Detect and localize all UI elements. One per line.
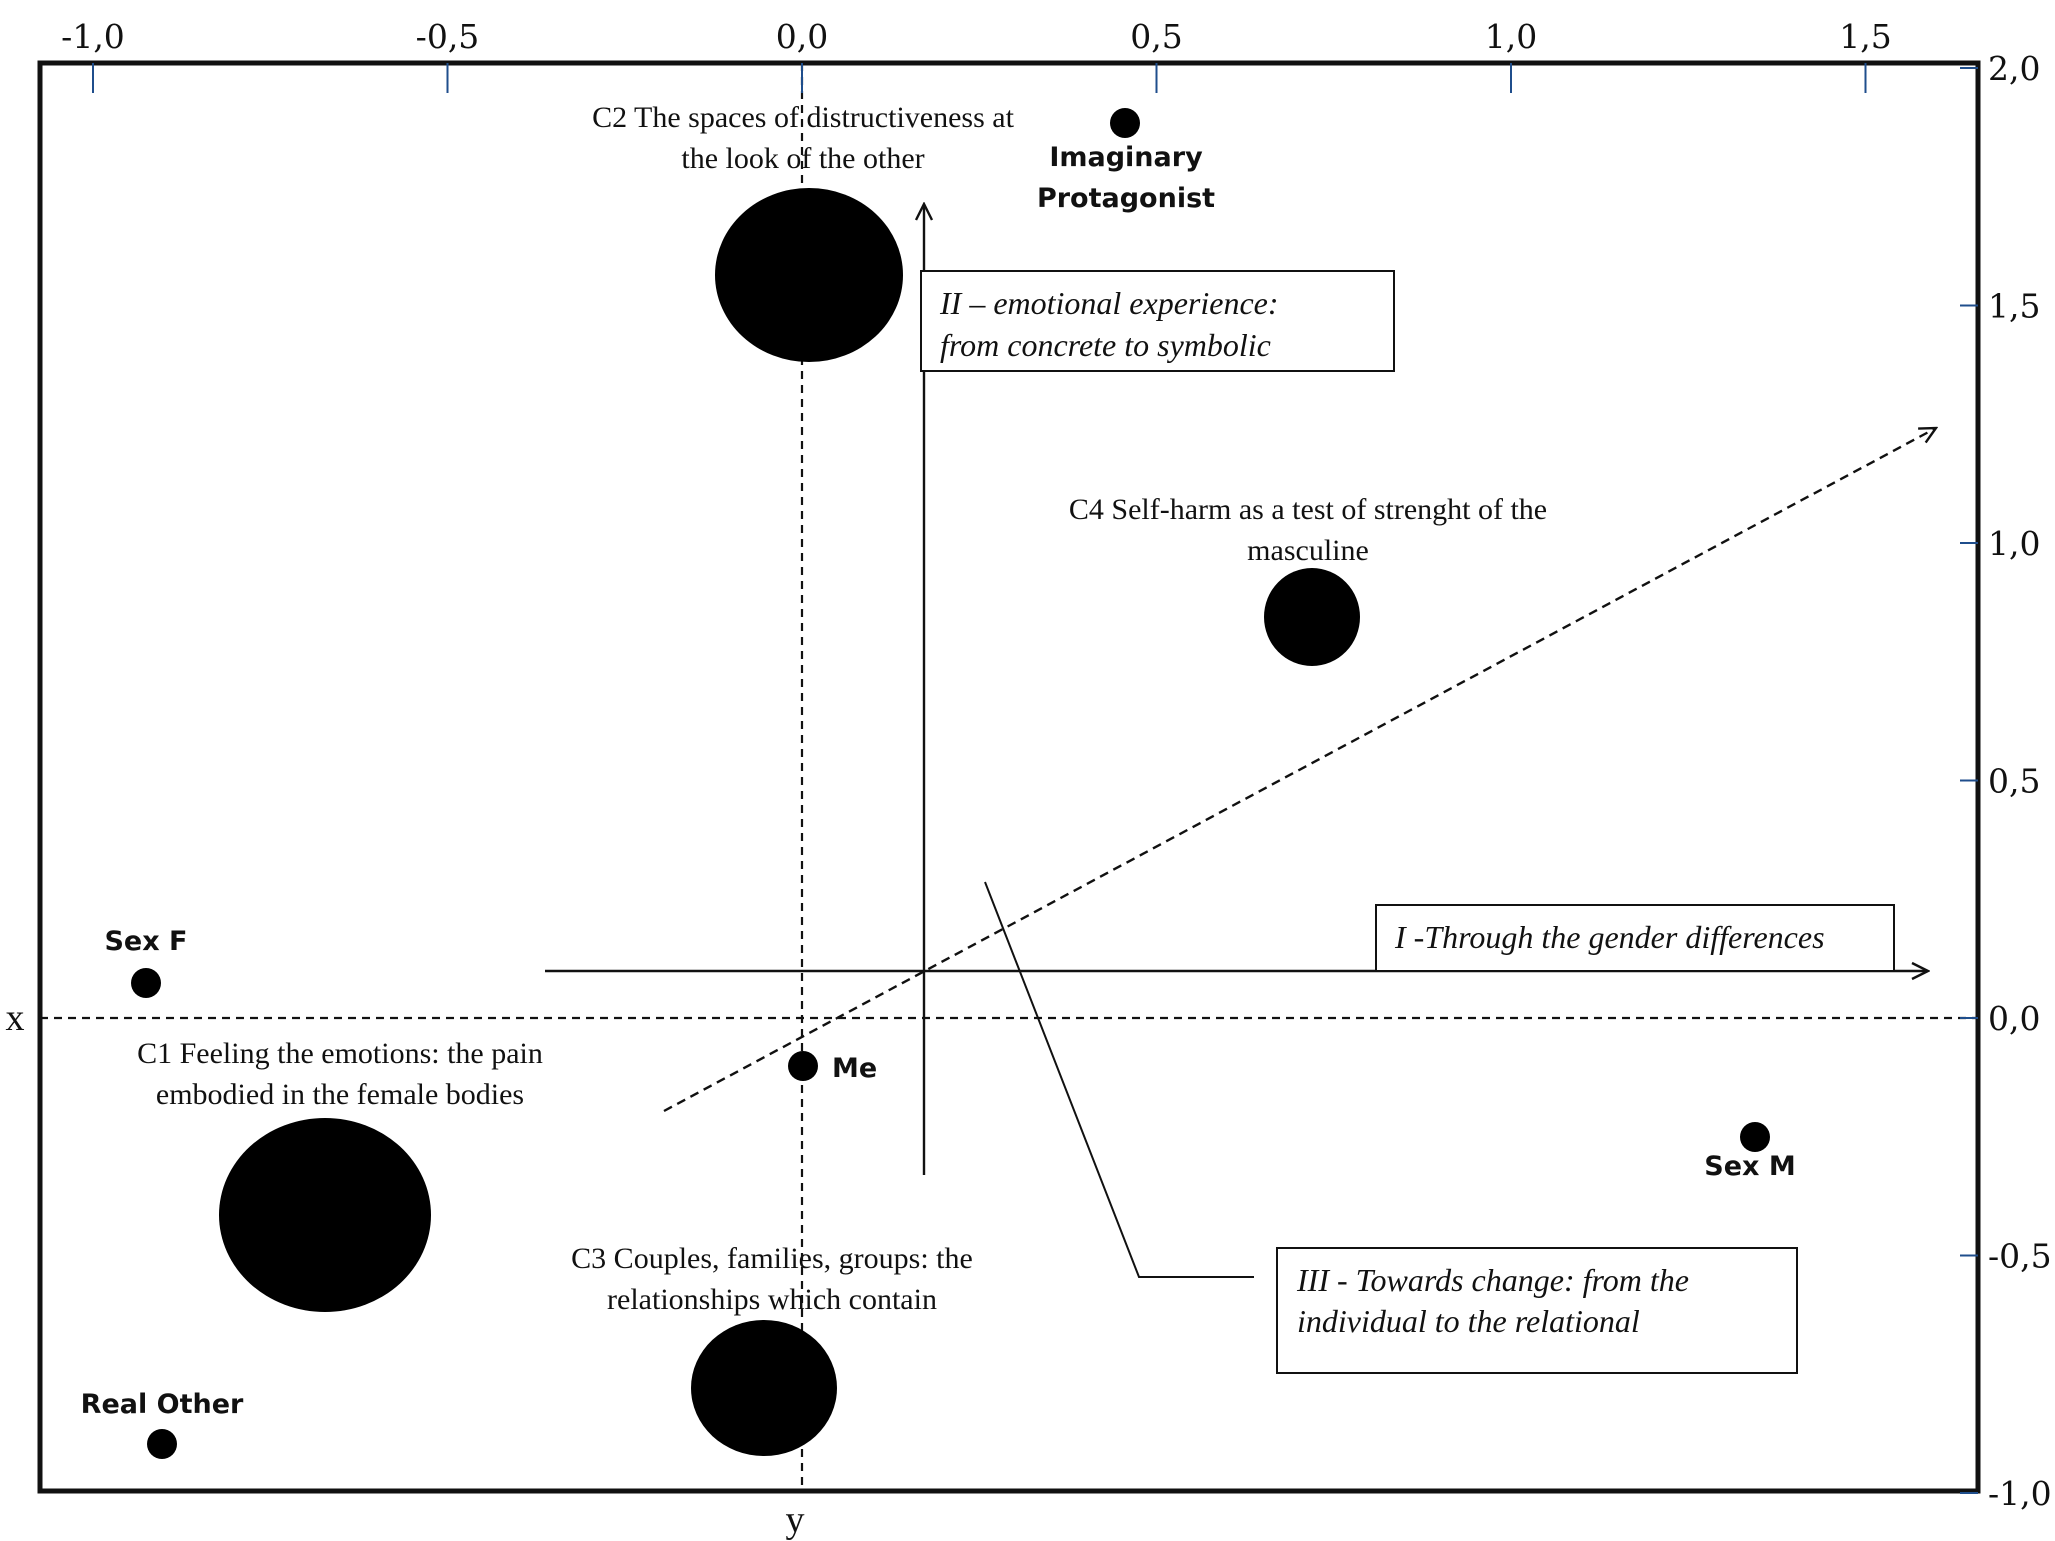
cluster-C3-label-line1: C3 Couples, families, groups: the (571, 1242, 973, 1275)
cluster-C2-label-line1: C2 The spaces of distructiveness at (592, 101, 1015, 134)
x-axis-ticks: -1,0 -0,5 0,0 0,5 1,0 1,5 (61, 17, 1892, 93)
x-axis-letter: x (6, 997, 25, 1039)
cluster-C4-circle (1264, 568, 1360, 666)
dimension-I-box (1375, 904, 1895, 972)
dimension-II-label-line2: from concrete to symbolic (940, 327, 1271, 363)
dimension-I-label: I -Through the gender differences (1394, 919, 1825, 955)
point-sex-m (1740, 1122, 1770, 1152)
cluster-C2-label-line2: the look of the other (681, 142, 924, 175)
dimension-III-leader-line (984, 881, 1254, 1278)
y-tick-label: -0,5 (1988, 1237, 2052, 1276)
y-axis-letter: y (786, 1499, 805, 1541)
dimension-II-box (920, 270, 1395, 372)
cluster-C4-label-line1: C4 Self-harm as a test of strenght of th… (1069, 493, 1547, 526)
y-tick-label: 1,5 (1988, 287, 2040, 326)
x-tick-label: 1,0 (1485, 17, 1537, 56)
cluster-C1-label-line1: C1 Feeling the emotions: the pain (137, 1037, 543, 1070)
point-sex-f-label: Sex F (104, 926, 187, 957)
y-tick-label: 1,0 (1988, 524, 2040, 563)
point-sex-f (131, 968, 161, 998)
y-tick-label: 2,0 (1988, 49, 2040, 88)
point-imaginary-protagonist-label-line1: Imaginary (1049, 142, 1203, 173)
x-tick-label: -0,5 (416, 17, 480, 56)
x-tick-label: 1,5 (1839, 17, 1891, 56)
cluster-C3-circle (691, 1320, 837, 1456)
cluster-C1-label-line2: embodied in the female bodies (156, 1078, 524, 1111)
point-me-label: Me (832, 1053, 877, 1084)
cluster-C2-circle (715, 188, 903, 362)
dimension-III-box (1276, 1247, 1798, 1374)
dimension-III-label-line1: III - Towards change: from the (1296, 1262, 1689, 1298)
y-axis-ticks: 2,0 1,5 1,0 0,5 0,0 -0,5 -1,0 (1960, 49, 2052, 1513)
y-tick-label: 0,0 (1988, 999, 2040, 1038)
cluster-C4-label-line2: masculine (1247, 534, 1369, 567)
point-real-other (147, 1429, 177, 1459)
cluster-C3-label-line2: relationships which contain (607, 1283, 937, 1316)
point-real-other-label: Real Other (81, 1389, 244, 1420)
dimension-III-dashed-arrow (663, 428, 1936, 1113)
cluster-C1-circle (219, 1118, 431, 1312)
x-tick-label: 0,0 (776, 17, 828, 56)
x-tick-label: 0,5 (1130, 17, 1182, 56)
point-imaginary-protagonist-label-line2: Protagonist (1037, 183, 1215, 214)
dimension-III-label-line2: individual to the relational (1297, 1303, 1640, 1339)
point-imaginary-protagonist (1110, 108, 1140, 138)
plot-frame (37, 60, 1981, 1494)
point-me (788, 1051, 818, 1081)
point-sex-m-label: Sex M (1704, 1151, 1795, 1182)
x-tick-label: -1,0 (61, 17, 125, 56)
y-tick-label: -1,0 (1988, 1474, 2052, 1513)
dimension-II-label-line1: II – emotional experience: (939, 285, 1279, 321)
y-tick-label: 0,5 (1988, 762, 2040, 801)
